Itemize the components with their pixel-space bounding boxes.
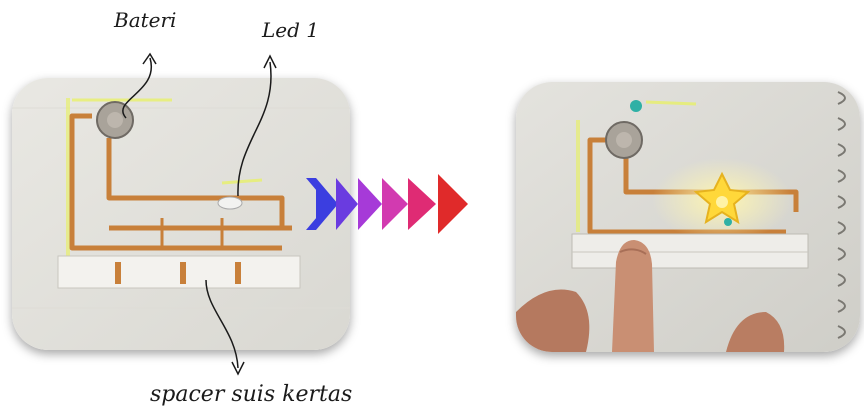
arrow-right-icon bbox=[358, 178, 382, 230]
led-label: Led 1 bbox=[262, 18, 320, 42]
battery-label: Bateri bbox=[114, 8, 177, 32]
arrow-right-icon bbox=[382, 178, 408, 230]
notebook-spiral bbox=[837, 91, 846, 339]
finger bbox=[612, 240, 654, 352]
circuit-before-illustration bbox=[12, 78, 350, 350]
led-component bbox=[217, 196, 243, 210]
arrow-right-icon bbox=[438, 174, 468, 234]
circuit-photo-before bbox=[12, 78, 350, 350]
circuit-after-illustration bbox=[516, 82, 860, 352]
copper-traces bbox=[69, 113, 292, 251]
arrow-right-icon bbox=[408, 178, 436, 230]
arrow-right-icon bbox=[336, 178, 358, 230]
sequence-arrows-icon bbox=[306, 174, 468, 234]
arrow-up-icon bbox=[263, 54, 277, 69]
arrow-down-icon bbox=[231, 361, 245, 376]
arrow-up-icon bbox=[142, 52, 157, 65]
circuit-photo-after bbox=[516, 82, 860, 352]
spacer-label: spacer suis kertas bbox=[150, 382, 353, 407]
arrow-right-icon bbox=[316, 178, 338, 230]
spacer-flap bbox=[57, 255, 301, 289]
paper-background bbox=[12, 78, 350, 350]
spacer-flap bbox=[571, 233, 809, 269]
